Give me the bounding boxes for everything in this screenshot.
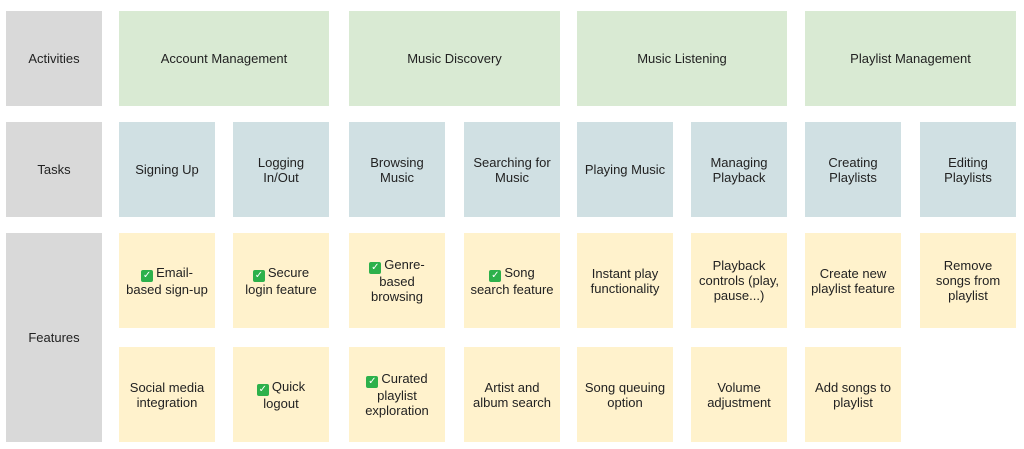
row-header-features: Features (6, 233, 102, 442)
checkbox-checked-icon: ✓ (369, 262, 382, 274)
feature-card: Add songs to playlist (805, 347, 901, 442)
feature-card: Volume adjustment (691, 347, 787, 442)
feature-label: Add songs to playlist (815, 379, 891, 410)
feature-card: ✓Genre-based browsing (349, 233, 445, 328)
feature-label: Social media integration (129, 379, 205, 410)
checkbox-checked-icon: ✓ (141, 269, 154, 282)
feature-label: Secure login feature (245, 264, 317, 297)
checkbox-checked-icon: ✓ (256, 383, 269, 396)
row-header-tasks: Tasks (6, 122, 102, 217)
task-card: Creating Playlists (805, 122, 901, 217)
feature-card: Remove songs from playlist (920, 233, 1016, 328)
feature-label: Genre-based browsing (370, 257, 425, 304)
feature-label: Curated playlist exploration (365, 371, 429, 418)
feature-label: Song search feature (470, 264, 554, 297)
task-card: Playing Music (577, 122, 673, 217)
feature-card: Artist and album search (464, 347, 560, 442)
task-card: Logging In/Out (233, 122, 329, 217)
feature-card: Instant play functionality (577, 233, 673, 328)
feature-label: Email-based sign-up (126, 264, 208, 297)
feature-card: Playback controls (play, pause...) (691, 233, 787, 328)
feature-card: ✓Quick logout (233, 347, 329, 442)
feature-label: Playback controls (play, pause...) (699, 258, 779, 303)
task-card: Managing Playback (691, 122, 787, 217)
feature-label: Artist and album search (472, 379, 552, 410)
checkbox-checked-icon: ✓ (489, 269, 502, 282)
task-card: Signing Up (119, 122, 215, 217)
activity-card: Music Discovery (349, 11, 560, 106)
feature-card: ✓Email-based sign-up (119, 233, 215, 328)
feature-label: Create new playlist feature (811, 265, 895, 296)
feature-card: ✓Song search feature (464, 233, 560, 328)
task-card: Browsing Music (349, 122, 445, 217)
feature-label: Instant play functionality (590, 265, 660, 296)
checkbox-checked-icon: ✓ (366, 376, 379, 388)
feature-card: Create new playlist feature (805, 233, 901, 328)
feature-card: Social media integration (119, 347, 215, 442)
activity-card: Music Listening (577, 11, 787, 106)
feature-card: ✓Secure login feature (233, 233, 329, 328)
feature-label: Song queuing option (584, 379, 666, 410)
feature-label: Quick logout (263, 378, 306, 411)
feature-card: ✓Curated playlist exploration (349, 347, 445, 442)
task-card: Editing Playlists (920, 122, 1016, 217)
checkbox-checked-icon: ✓ (252, 269, 265, 282)
feature-label: Remove songs from playlist (935, 258, 1001, 303)
activity-card: Account Management (119, 11, 329, 106)
feature-label: Volume adjustment (707, 379, 771, 410)
feature-card: Song queuing option (577, 347, 673, 442)
row-header-activities: Activities (6, 11, 102, 106)
activity-card: Playlist Management (805, 11, 1016, 106)
task-card: Searching for Music (464, 122, 560, 217)
